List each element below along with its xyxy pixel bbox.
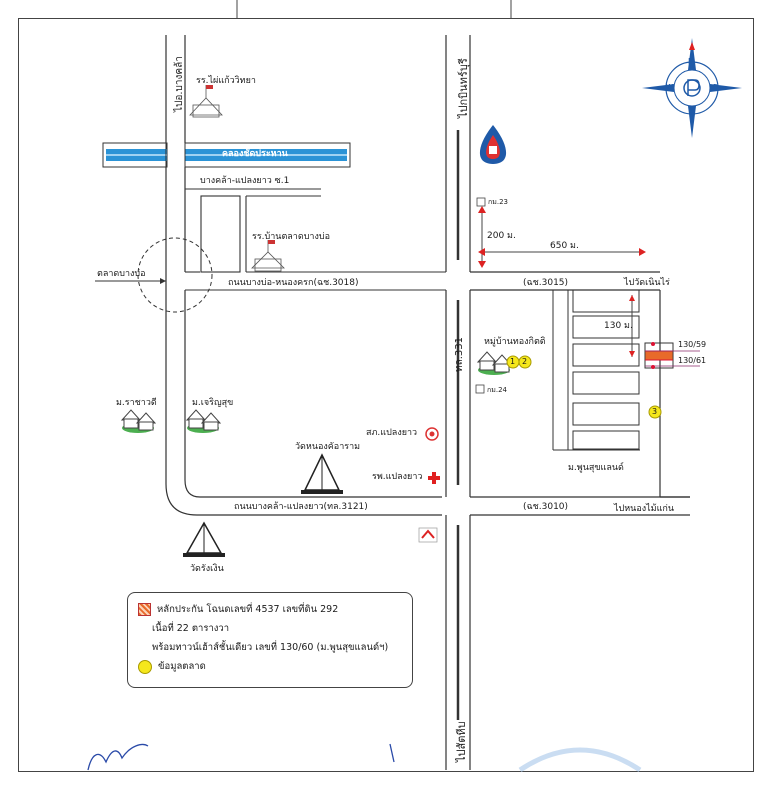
school-label: รร.ไผ่แก้ววิทยา <box>196 76 256 86</box>
talat-bangbo-label: ตลาดบางบ่อ <box>97 269 146 279</box>
stamp-mark <box>518 747 642 773</box>
legend-line4: ข้อมูลตลาด <box>158 661 206 672</box>
compass-n: N <box>688 57 695 66</box>
km24-label: กม.24 <box>487 386 507 394</box>
marker-3: 3 <box>652 407 658 416</box>
canal-label: คลองชัดประหาน <box>222 149 288 159</box>
school-icon <box>189 85 223 118</box>
legend-row-market: ข้อมูลตลาด <box>138 659 206 674</box>
legend-row-collateral: หลักประกัน โฉนดเลขที่ 4537 เลขที่ดิน 292 <box>138 602 338 617</box>
road-3015-label: (ฉช.3015) <box>523 278 569 288</box>
shop-icon <box>418 527 438 543</box>
compass-w: W <box>666 83 673 91</box>
distance-650: 650 ม. <box>550 241 579 251</box>
compass-s: S <box>689 111 694 119</box>
market-marker-icon <box>138 659 152 674</box>
soi1-road <box>185 188 446 291</box>
ptt-logo-icon <box>479 125 507 164</box>
poonsuk-land-label: ม.พูนสุขแลนด์ <box>568 463 624 473</box>
marker-1: 1 <box>510 357 516 366</box>
km-post-icon <box>475 197 486 394</box>
road-label-kabin-buri: ไปกบินทร์บุรี <box>457 58 470 118</box>
canal <box>102 142 351 168</box>
left-road <box>165 35 442 516</box>
rachawadee-label: ม.ราชาวดี <box>116 398 157 408</box>
housing-icon <box>120 409 157 433</box>
poonsuk-land-streets <box>552 289 640 451</box>
hospital-icon <box>428 472 440 484</box>
housing-icon <box>185 409 222 433</box>
wat-nong-kho-label: วัดหนองคัอาราม <box>295 442 361 452</box>
police-label: สภ.แปลงยาว <box>366 428 418 438</box>
road-3121-label: ถนนบางคล้า-แปลงยาว(ทล.3121) <box>234 502 368 512</box>
village-thongkit-label: หมู่บ้านทองกิตติ <box>484 337 546 347</box>
distance-200: 200 ม. <box>487 231 516 241</box>
road-label-north-left: ไปอ.บางคล้า <box>174 56 185 112</box>
legend-line3: พร้อมทาวน์เฮ้าส์ชั้นเดียว เลขที่ 130/60 … <box>152 642 389 653</box>
wat-rang-doen-label: วัดรังเงิน <box>190 564 224 574</box>
house-number-label: 130/61 <box>678 356 707 365</box>
hospital-label: รพ.แปลงยาว <box>372 472 423 482</box>
compass-e: E <box>713 83 718 91</box>
soi1-label: บางคล้า-แปลงยาว ซ.1 <box>200 176 290 186</box>
road-3018-label: ถนนบางบ่อ-หนองครก(ฉช.3018) <box>228 278 359 288</box>
road-label-sattahip: ไปสัตหีบ <box>455 721 468 762</box>
road-3010-label: (ฉช.3010) <box>523 502 569 512</box>
police-icon <box>425 427 439 441</box>
school-label: รร.บ้านตลาดบางบ่อ <box>252 232 330 242</box>
compass-icon <box>642 38 742 138</box>
legend-line1: หลักประกัน โฉนดเลขที่ 4537 เลขที่ดิน 292 <box>157 604 339 615</box>
distance-130: 130 ม. <box>604 321 633 331</box>
charoensuk-label: ม.เจริญสุข <box>192 398 234 408</box>
km23-label: กม.23 <box>488 198 508 206</box>
school-icon <box>251 240 285 272</box>
legend-line2: เนื้อที่ 22 ตารางวา <box>152 623 230 634</box>
map-legend: หลักประกัน โฉนดเลขที่ 4537 เลขที่ดิน 292… <box>127 592 413 688</box>
signature-mark <box>87 743 149 771</box>
collateral-swatch-icon <box>138 603 151 616</box>
nong-mai-kaen-label: ไปหนองไม้แก่น <box>614 504 674 514</box>
signature-mark <box>389 743 395 763</box>
house-number-label: 130/59 <box>678 340 707 349</box>
market-data-marker <box>506 355 662 419</box>
distance-arrows <box>481 210 642 357</box>
temple-icon <box>183 521 225 557</box>
talat-bangbo-circle <box>137 237 213 313</box>
temple-icon <box>301 453 343 494</box>
marker-2: 2 <box>522 357 528 366</box>
housing-icon <box>476 351 513 375</box>
road-label-331: ทล.331 <box>454 337 465 372</box>
highway-331 <box>445 35 690 770</box>
subject-parcel <box>644 342 700 369</box>
wat-noen-rai-label: ไปวัดเนินไร่ <box>624 278 670 288</box>
